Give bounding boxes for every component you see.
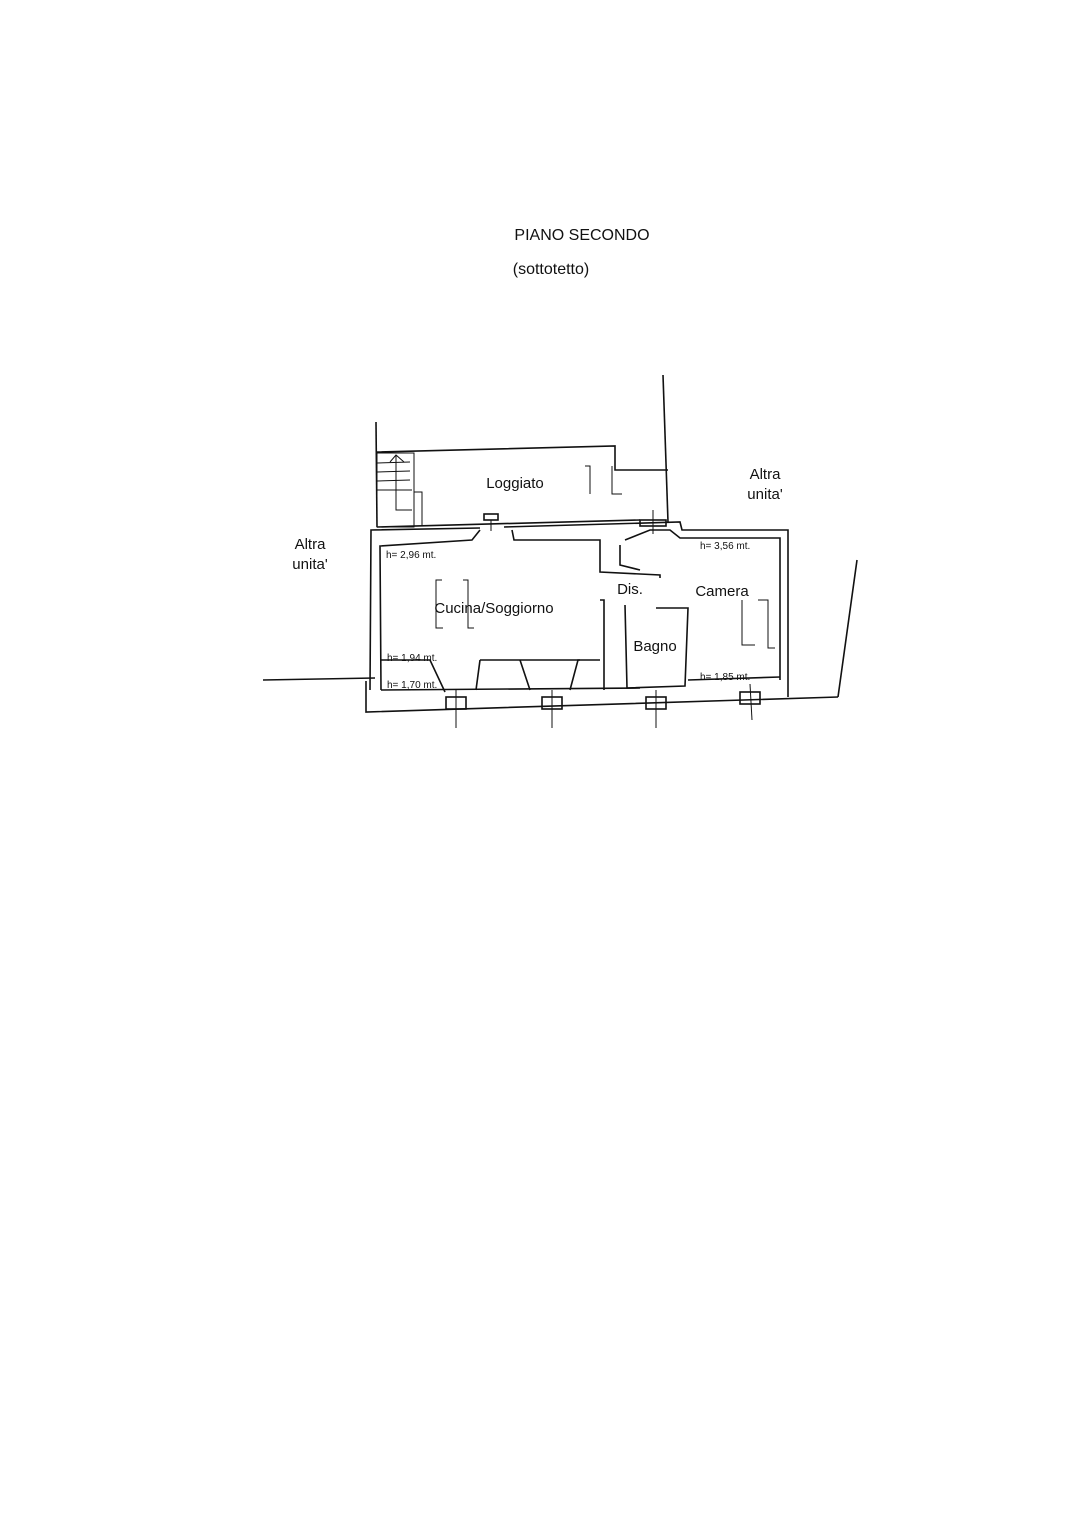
- room-label-bagno: Bagno: [633, 638, 676, 655]
- height-camera-max: h= 3,56 mt.: [700, 541, 750, 552]
- room-label-camera: Camera: [695, 583, 749, 600]
- skylights: [435, 465, 775, 649]
- neighbor-right-line1: Altra: [750, 466, 782, 483]
- plan-subtitle: (sottotetto): [513, 261, 589, 278]
- room-label-dis: Dis.: [617, 581, 643, 598]
- height-cucina-min: h= 1,70 mt.: [387, 680, 437, 691]
- site-lines: [262, 374, 858, 713]
- neighbor-left-line1: Altra: [295, 536, 327, 553]
- room-label-loggiato: Loggiato: [486, 475, 544, 492]
- height-cucina-mid: h= 1,94 mt.: [387, 653, 437, 664]
- height-camera-min: h= 1,85 mt.: [700, 672, 750, 683]
- neighbor-right-line2: unita': [747, 486, 783, 503]
- building-walls: [369, 521, 789, 697]
- height-cucina-max: h= 2,96 mt.: [386, 550, 436, 561]
- neighbor-left-line2: unita': [292, 556, 328, 573]
- room-label-cucina: Cucina/Soggiorno: [434, 600, 553, 617]
- stairs: [376, 452, 423, 528]
- plan-title: PIANO SECONDO: [514, 227, 649, 244]
- windows: [445, 510, 761, 728]
